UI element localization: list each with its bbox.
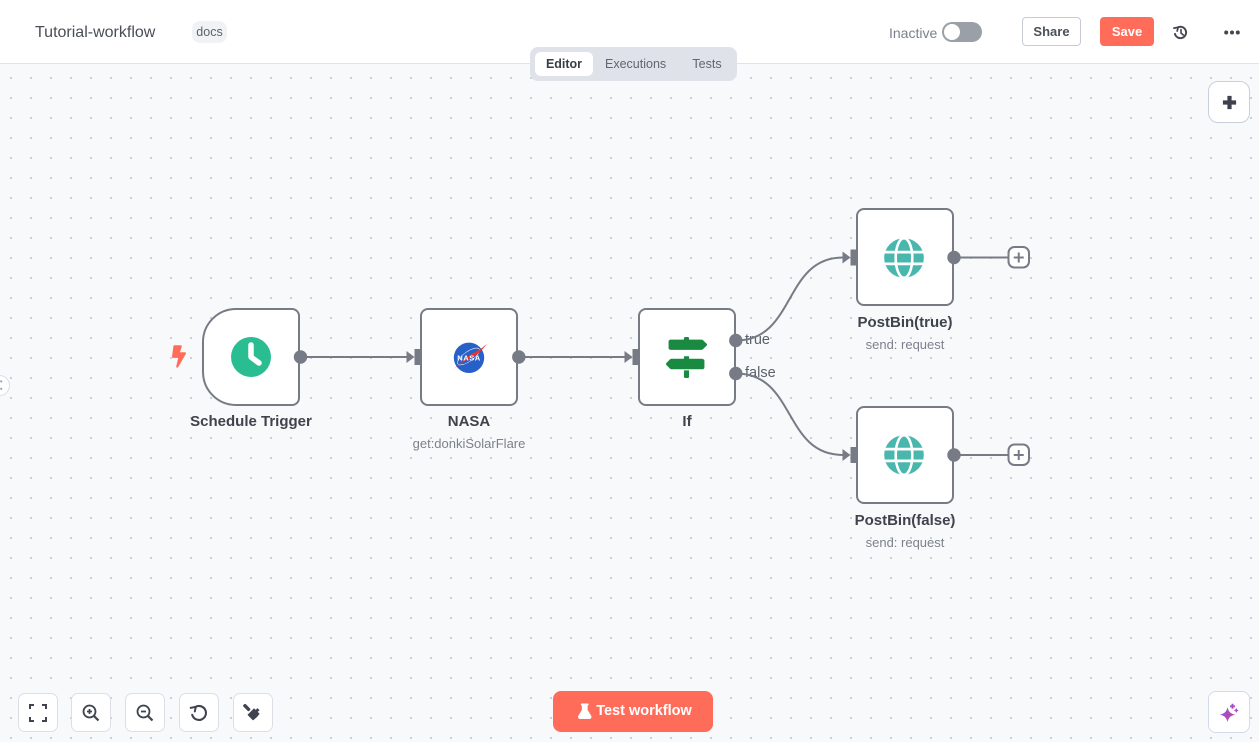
svg-text:NASA: NASA	[457, 354, 481, 363]
